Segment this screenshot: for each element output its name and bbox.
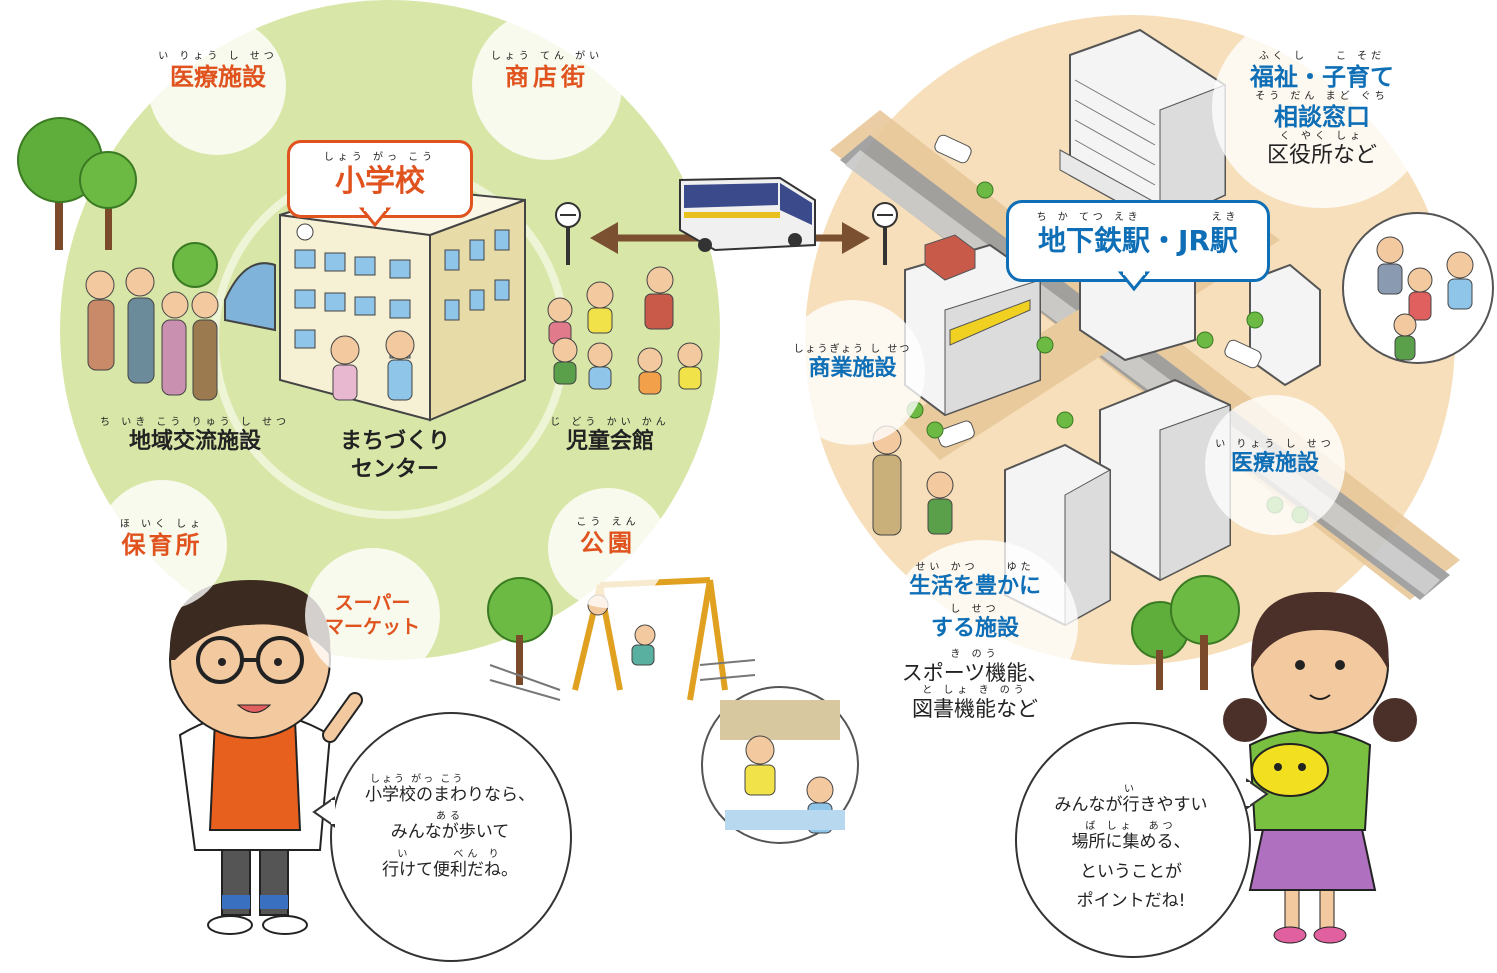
boy-character — [169, 580, 363, 935]
welfare-ruby2: そう だん まど ぐち — [1255, 91, 1389, 102]
supermarket-label: スーパー マーケット — [305, 592, 440, 640]
trees-left — [17, 117, 218, 288]
bus — [679, 176, 816, 252]
consultation-inset — [1342, 212, 1494, 364]
girl-speech-tail — [1246, 778, 1269, 810]
boy-speech-tail — [312, 796, 335, 828]
nursery-text: 保育所 — [121, 531, 203, 559]
medical-ruby: い りょう し せつ — [158, 51, 278, 62]
nursery-spot — [97, 480, 227, 610]
community-ruby: ち いき こう りゅう し せつ — [100, 417, 290, 428]
center-label: まちづくり センター — [320, 428, 470, 483]
boy-speech-text: しょう がっ こう 小学校のまわりなら、 ある みんなが歩いて い べん り 行… — [340, 775, 560, 881]
living-line2: する施設 — [930, 615, 1019, 641]
school-callout-tail — [358, 207, 392, 228]
living-line4: 図書機能など — [912, 697, 1038, 722]
medical-label-right: い りょう し せつ 医療施設 — [1205, 440, 1345, 478]
living-line1: 生活を豊かに — [908, 574, 1041, 599]
childrens-hall-text: 児童会館 — [565, 429, 654, 454]
commercial-label: しょうぎょう し せつ 商業施設 — [780, 345, 925, 383]
school-callout: しょう がっ こう 小学校 — [287, 140, 473, 218]
commercial-ruby: しょうぎょう し せつ — [793, 344, 912, 355]
girl-speech-text: い みんなが行きやすい ば しょ あつ 場所に集める、 ということが ポイントだ… — [1025, 785, 1237, 912]
bus-stop-right — [872, 202, 898, 265]
welfare-spot — [1212, 8, 1432, 208]
living-ruby4: と しょ き のう — [922, 685, 1028, 697]
trees-bottom-right — [1131, 575, 1240, 690]
boy-ruby2: ある — [436, 811, 464, 823]
school-ruby: しょう がっ こう — [323, 152, 437, 163]
school-text: 小学校 — [335, 164, 425, 199]
living-label: せい かつ ゆた 生活を豊かに し せつ する施設 き のう スポーツ機能、 と… — [870, 563, 1080, 723]
commercial-text: 商業施設 — [808, 356, 897, 381]
shops-text: 商店街 — [505, 63, 589, 91]
bus-stop-left — [555, 202, 581, 265]
station-text: 地下鉄駅・JR駅 — [1038, 224, 1238, 257]
library-inset — [701, 686, 859, 844]
station-callout-tail — [1117, 271, 1151, 292]
medical-label-left: い りょう し せつ 医療施設 — [148, 52, 288, 92]
station-callout: ち か てつ えき えき 地下鉄駅・JR駅 — [1006, 200, 1270, 282]
boy-ruby1: しょう がっ こう — [370, 774, 465, 785]
girl-ruby2: ば しょ あつ — [1085, 821, 1177, 833]
cars — [934, 134, 1262, 448]
living-spot — [888, 540, 1078, 710]
supermarket-line2: マーケット — [324, 615, 420, 638]
boy-line3: 行けて便利だね。 — [382, 859, 518, 880]
boy-speech-bubble — [330, 712, 572, 962]
shops-ruby: しょう てん がい — [490, 51, 604, 62]
childrens-hall-ruby: じ どう かい かん — [550, 417, 670, 428]
community-label: ち いき こう りゅう し せつ 地域交流施設 — [100, 418, 290, 456]
park-text: 公園 — [580, 529, 636, 557]
nursery-label: ほ いく しょ 保育所 — [97, 520, 227, 560]
welfare-ruby3: く やく しょ — [1279, 131, 1365, 142]
living-ruby3: き のう — [950, 649, 1000, 660]
shops-spot — [472, 10, 622, 160]
station-ruby: ち か てつ えき えき — [1036, 212, 1240, 223]
office-building-top — [1059, 28, 1226, 227]
girl-line3: ということが — [1080, 861, 1182, 882]
welfare-line1: 福祉・子育て — [1250, 63, 1394, 91]
medical-right-text: 医療施設 — [1230, 451, 1319, 476]
girl-character — [1223, 591, 1417, 944]
park-label: こう えん 公園 — [548, 518, 668, 558]
welfare-line2: 相談窓口 — [1274, 103, 1370, 131]
medical-text: 医療施設 — [170, 63, 266, 91]
girl-speech-bubble — [1015, 722, 1251, 958]
supermarket-spot — [305, 548, 440, 683]
medical-spot-left — [148, 17, 286, 155]
welfare-label: ふく し こ そだ 福祉・子育て そう だん まど ぐち 相談窓口 く やく し… — [1222, 52, 1422, 170]
welfare-line3: 区役所など — [1266, 143, 1377, 168]
welfare-ruby1: ふく し こ そだ — [1258, 51, 1386, 62]
community-text: 地域交流施設 — [128, 429, 261, 454]
girl-line2: 場所に集める、 — [1071, 832, 1191, 853]
park-spot — [548, 488, 668, 608]
elderly-people — [85, 267, 219, 401]
living-ruby1: せい かつ ゆた — [915, 562, 1035, 573]
boy-ruby3: い べん り — [397, 848, 503, 860]
center-line1: まちづくり — [339, 429, 450, 454]
children-group — [547, 266, 703, 395]
center-line2: センター — [350, 456, 439, 482]
shops-label: しょう てん がい 商店街 — [472, 52, 622, 92]
living-ruby2: し せつ — [950, 603, 1000, 615]
girl-ruby1: い — [1124, 784, 1138, 795]
childrens-hall-label: じ どう かい かん 児童会館 — [545, 418, 675, 456]
living-line3: スポーツ機能、 — [901, 661, 1049, 685]
nursery-ruby: ほ いく しょ — [119, 519, 205, 530]
commercial-spot — [780, 300, 925, 445]
medical-right-ruby: い りょう し せつ — [1215, 439, 1335, 450]
park-ruby: こう えん — [576, 517, 640, 528]
boy-line2: みんなが歩いて — [390, 822, 510, 843]
girl-line1: みんなが行きやすい — [1054, 795, 1208, 815]
commercial-building — [904, 234, 1041, 417]
students-walking — [330, 330, 415, 401]
girl-line4: ポイントだね! — [1076, 890, 1186, 911]
supermarket-line1: スーパー — [334, 592, 411, 614]
medical-spot-right — [1205, 395, 1345, 535]
boy-line1: 小学校のまわりなら、 — [365, 785, 535, 805]
